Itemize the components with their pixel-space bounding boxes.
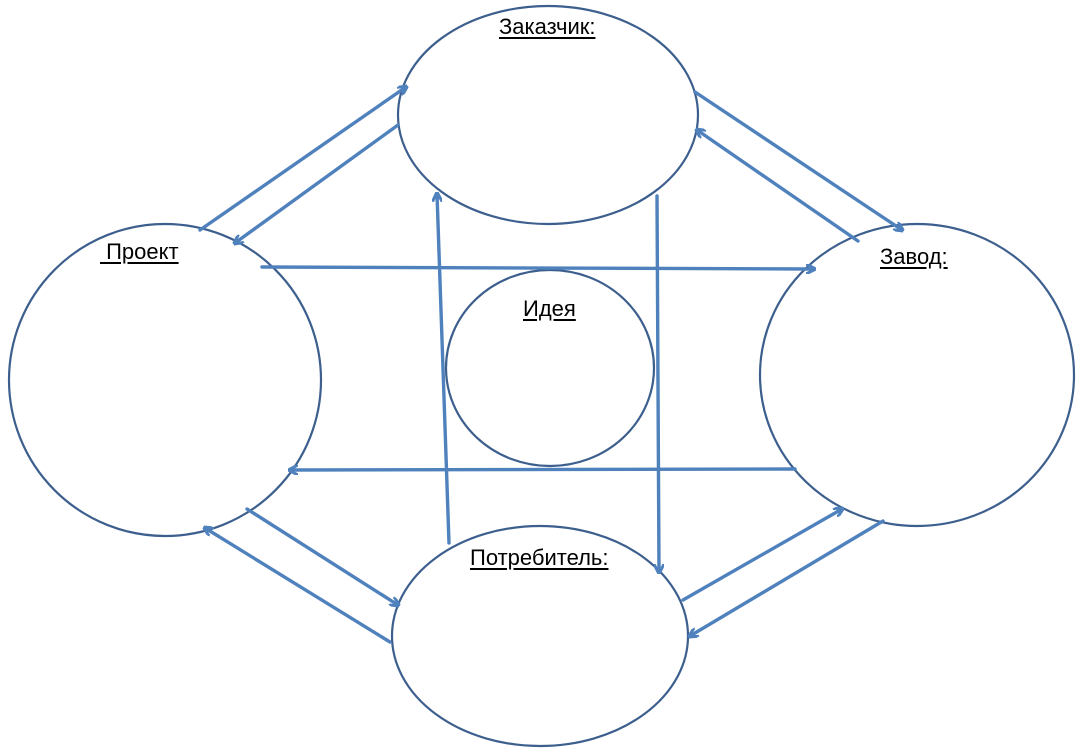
factory-node (758, 222, 1076, 528)
customer-label: Заказчик: (499, 14, 596, 39)
arrow-factory-to-consumer (690, 519, 885, 636)
arrow-customer-to-consumer (657, 194, 659, 572)
consumer-label: Потребитель: (470, 545, 609, 570)
idea-node (444, 268, 656, 468)
project-label: Проект (100, 239, 179, 264)
customer-node (396, 4, 700, 226)
arrow-factory-to-project (290, 469, 797, 470)
arrow-consumer-to-project (205, 528, 392, 644)
arrow-consumer-to-factory (681, 509, 842, 602)
factory-label: Завод: (880, 244, 948, 269)
arrow-customer-to-project (235, 123, 400, 243)
arrow-project-to-consumer (245, 507, 398, 605)
arrow-project-to-customer (198, 87, 406, 232)
idea-label: Идея (523, 296, 576, 321)
arrow-project-to-factory (260, 267, 814, 269)
arrow-consumer-to-customer (437, 194, 451, 545)
arrow-customer-to-factory (693, 90, 902, 230)
project-node (7, 222, 323, 538)
arrow-factory-to-customer (697, 130, 860, 243)
